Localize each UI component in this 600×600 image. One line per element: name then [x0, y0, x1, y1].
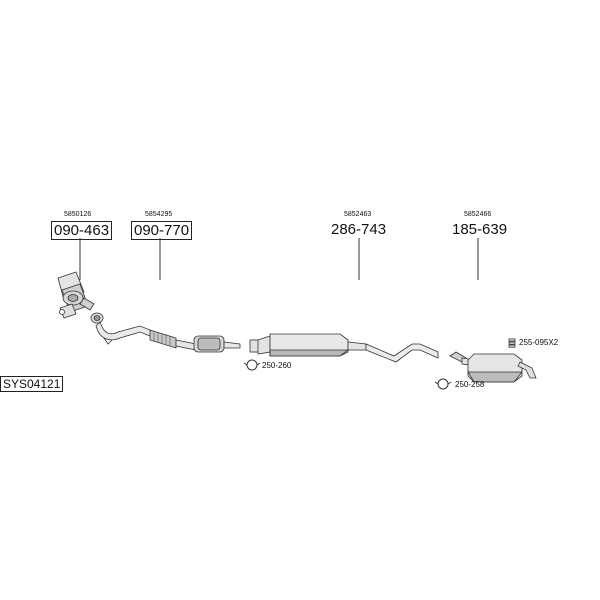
- system-code-label: SYS04121: [0, 376, 64, 392]
- oe-number-label: 5852463: [344, 211, 372, 218]
- rear-muffler-part: [449, 351, 537, 383]
- catalytic-converter-part: [57, 271, 95, 319]
- part-number-label: 090-770: [131, 221, 193, 240]
- clamp-front-label: 250-260: [262, 361, 292, 370]
- oe-number-label: 5852466: [464, 211, 492, 218]
- hanger-icon: [508, 338, 516, 348]
- front-pipe-part: [90, 312, 241, 353]
- clamp-rear-label: 250-258: [455, 380, 485, 389]
- hanger-rear-label: 255-095X2: [519, 338, 559, 347]
- part-number-label: 286-743: [331, 221, 387, 238]
- oe-number-label: 5850126: [64, 211, 92, 218]
- clamp-icon: [243, 359, 452, 390]
- part-number-label: 185-639: [452, 221, 508, 238]
- part-number-label: 090-463: [51, 221, 113, 240]
- centre-muffler-part: [249, 333, 439, 363]
- oe-number-label: 5854295: [145, 211, 173, 218]
